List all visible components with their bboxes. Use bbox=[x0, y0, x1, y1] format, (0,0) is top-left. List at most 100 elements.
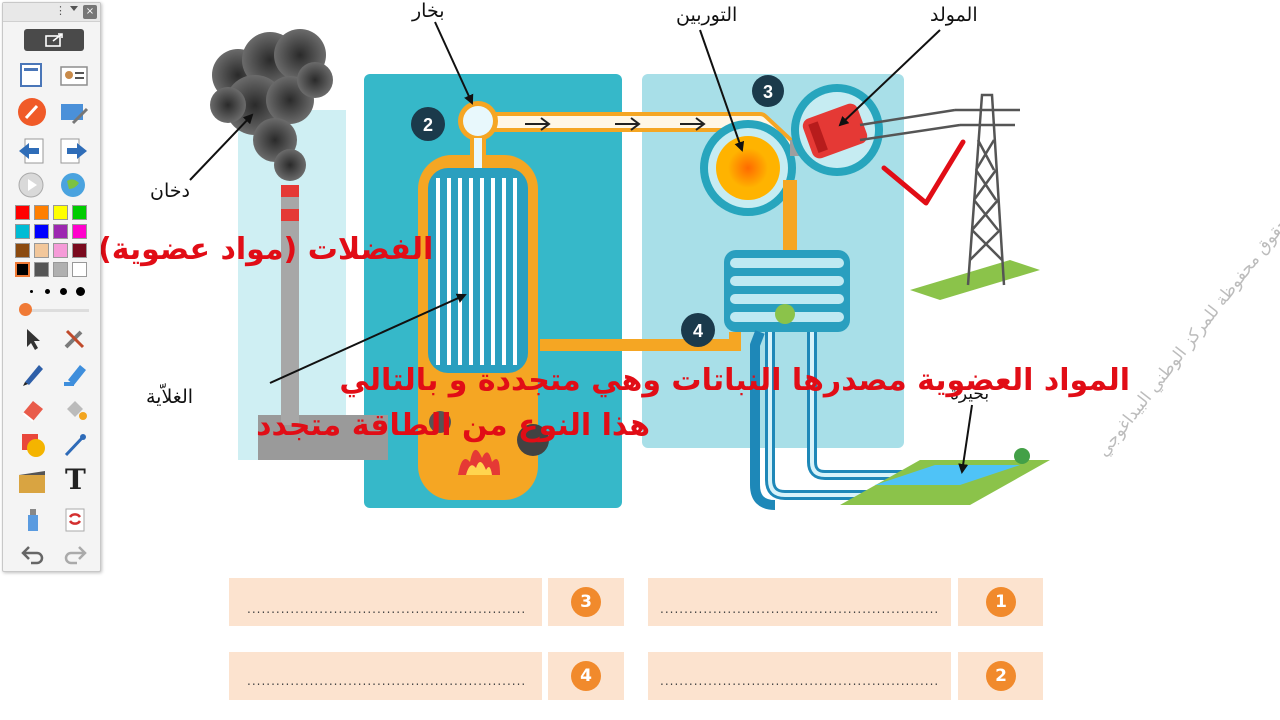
toolbar-titlebar[interactable]: ⋮ × bbox=[3, 3, 100, 22]
smoke-cloud bbox=[210, 29, 333, 181]
pen-color-button[interactable] bbox=[17, 97, 46, 126]
label-pointers bbox=[189, 21, 973, 474]
undo-button[interactable] bbox=[19, 541, 47, 569]
label-generator: المولد bbox=[930, 4, 978, 26]
check-mark bbox=[881, 139, 966, 206]
chimney bbox=[281, 185, 299, 425]
color-swatch[interactable] bbox=[34, 224, 49, 239]
highlighter-tool-button[interactable] bbox=[61, 359, 89, 387]
pen-icon bbox=[23, 365, 43, 386]
play-button[interactable] bbox=[17, 171, 45, 199]
clear-tool-button[interactable] bbox=[19, 505, 47, 533]
clapperboard-icon bbox=[19, 471, 45, 493]
answer-number: 3 bbox=[571, 587, 601, 617]
color-swatch[interactable] bbox=[72, 262, 87, 277]
answer-number: 4 bbox=[571, 661, 601, 691]
condenser bbox=[724, 250, 850, 332]
color-swatch[interactable] bbox=[34, 205, 49, 220]
id-card-button[interactable] bbox=[59, 63, 88, 91]
pen-tool-button[interactable] bbox=[19, 359, 47, 387]
transmission-tower bbox=[859, 93, 1040, 300]
answer-field-4[interactable]: ........................................… bbox=[229, 652, 542, 700]
page-icon bbox=[20, 63, 42, 87]
answer-number-box: 3 bbox=[548, 578, 624, 626]
color-swatch[interactable] bbox=[72, 205, 87, 220]
collapse-arrow-icon[interactable] bbox=[70, 6, 78, 11]
opacity-slider-track[interactable] bbox=[23, 309, 89, 312]
globe-button[interactable] bbox=[59, 171, 87, 199]
screen-tools-button[interactable] bbox=[59, 99, 89, 127]
return-pipe bbox=[540, 332, 741, 351]
redo-icon bbox=[64, 546, 87, 565]
annotation-explanation-line2: هذا النوع من الطاقة متجدد bbox=[256, 408, 650, 443]
shape-tool-button[interactable] bbox=[19, 431, 47, 459]
color-swatch[interactable] bbox=[53, 205, 68, 220]
cursor-icon bbox=[27, 329, 40, 350]
line-pen-icon bbox=[64, 434, 86, 457]
color-swatch[interactable] bbox=[15, 224, 30, 239]
answer-number: 2 bbox=[986, 661, 1016, 691]
chimney-stripe bbox=[281, 209, 299, 221]
line-tool-button[interactable] bbox=[61, 431, 89, 459]
eraser-icon bbox=[22, 401, 43, 422]
media-tool-button[interactable] bbox=[17, 467, 45, 495]
color-swatch[interactable] bbox=[53, 243, 68, 258]
text-tool-icon: T bbox=[65, 463, 86, 496]
size-large-dot[interactable] bbox=[60, 288, 67, 295]
annotation-toolbar: ⋮ × bbox=[2, 2, 101, 572]
answer-field-1[interactable]: ........................................… bbox=[648, 578, 951, 626]
opacity-slider-handle[interactable] bbox=[19, 303, 32, 316]
answer-number-box: 2 bbox=[958, 652, 1043, 700]
color-swatch[interactable] bbox=[15, 262, 30, 277]
answer-blank: ........................................… bbox=[247, 674, 527, 688]
flow-arrows bbox=[525, 117, 706, 131]
answer-field-2[interactable]: ........................................… bbox=[648, 652, 951, 700]
color-swatch[interactable] bbox=[15, 243, 30, 258]
select-tool-button[interactable] bbox=[19, 325, 47, 353]
globe-icon bbox=[61, 173, 85, 197]
color-swatch[interactable] bbox=[34, 243, 49, 258]
redo-button[interactable] bbox=[61, 541, 89, 569]
color-swatch[interactable] bbox=[53, 224, 68, 239]
eraser-tool-button[interactable] bbox=[19, 395, 47, 423]
share-button[interactable] bbox=[24, 29, 84, 51]
size-medium-dot[interactable] bbox=[45, 289, 50, 294]
tools-icon bbox=[64, 329, 85, 349]
step-badge-2: 2 bbox=[411, 107, 445, 141]
text-tool-button[interactable]: T bbox=[61, 463, 89, 496]
color-swatch[interactable] bbox=[53, 262, 68, 277]
label-boiler: الغلاّية bbox=[146, 386, 194, 408]
answer-blank: ........................................… bbox=[660, 602, 940, 616]
shapes-icon bbox=[22, 434, 45, 457]
highlighter-icon bbox=[64, 365, 86, 386]
menu-dots-icon[interactable]: ⋮ bbox=[55, 4, 66, 17]
answer-number-box: 1 bbox=[958, 578, 1043, 626]
chimney-base bbox=[258, 415, 388, 460]
arrow-right-icon bbox=[60, 138, 87, 164]
previous-page-button[interactable] bbox=[17, 137, 45, 165]
color-swatch[interactable] bbox=[34, 262, 49, 277]
size-small-dot[interactable] bbox=[30, 290, 33, 293]
refresh-button[interactable] bbox=[61, 505, 89, 533]
fill-tool-button[interactable] bbox=[61, 395, 89, 423]
page-tool-button[interactable] bbox=[17, 61, 45, 89]
play-icon bbox=[18, 172, 44, 198]
tools-button[interactable] bbox=[61, 325, 89, 353]
lake bbox=[840, 448, 1050, 505]
color-swatch[interactable] bbox=[15, 205, 30, 220]
label-lake: بحيرة bbox=[950, 384, 990, 404]
answer-field-3[interactable]: ........................................… bbox=[229, 578, 542, 626]
turbine-sun-icon bbox=[716, 136, 780, 200]
spray-bottle-icon bbox=[28, 509, 38, 531]
boiler-tubes bbox=[436, 178, 517, 365]
annotation-waste: الفضلات (مواد عضوية) bbox=[98, 232, 434, 267]
condenser-indicator bbox=[775, 304, 795, 324]
size-xlarge-dot[interactable] bbox=[76, 287, 85, 296]
label-steam: بخار bbox=[412, 0, 445, 22]
next-page-button[interactable] bbox=[59, 137, 87, 165]
paint-bucket-icon bbox=[67, 401, 87, 420]
color-swatch[interactable] bbox=[72, 224, 87, 239]
close-button[interactable]: × bbox=[83, 5, 97, 19]
color-swatch[interactable] bbox=[72, 243, 87, 258]
screen-tools-icon bbox=[61, 104, 89, 125]
